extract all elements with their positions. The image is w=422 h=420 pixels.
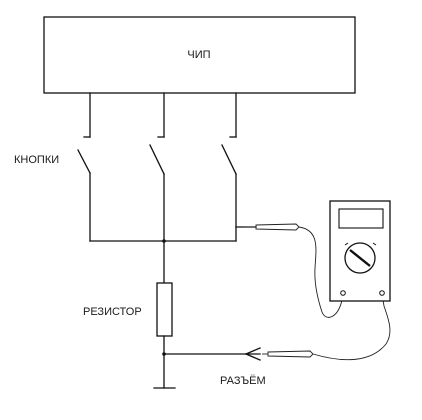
switch-3: [221, 136, 237, 242]
switch-2: [149, 136, 165, 242]
resistor: [156, 282, 173, 337]
chip-pins: [89, 92, 237, 138]
multimeter: [329, 200, 391, 302]
chip-label: ЧИП: [187, 49, 210, 61]
probe-lead-lower: [312, 293, 391, 361]
probe-lead-upper: [298, 226, 344, 318]
multimeter-display: [338, 208, 384, 229]
probe-upper: [244, 223, 300, 231]
buttons-label: КНОПКИ: [14, 154, 59, 166]
connector-arrow-icon: [245, 347, 261, 361]
connector-label: РАЗЪЁМ: [220, 375, 266, 387]
multimeter-jack-com: [340, 290, 346, 296]
multimeter-jack-v: [379, 290, 385, 296]
chip-block: [43, 16, 356, 94]
probe-lower: [262, 350, 314, 358]
resistor-label: РЕЗИСТОР: [83, 306, 142, 318]
switch-1: [77, 136, 91, 242]
